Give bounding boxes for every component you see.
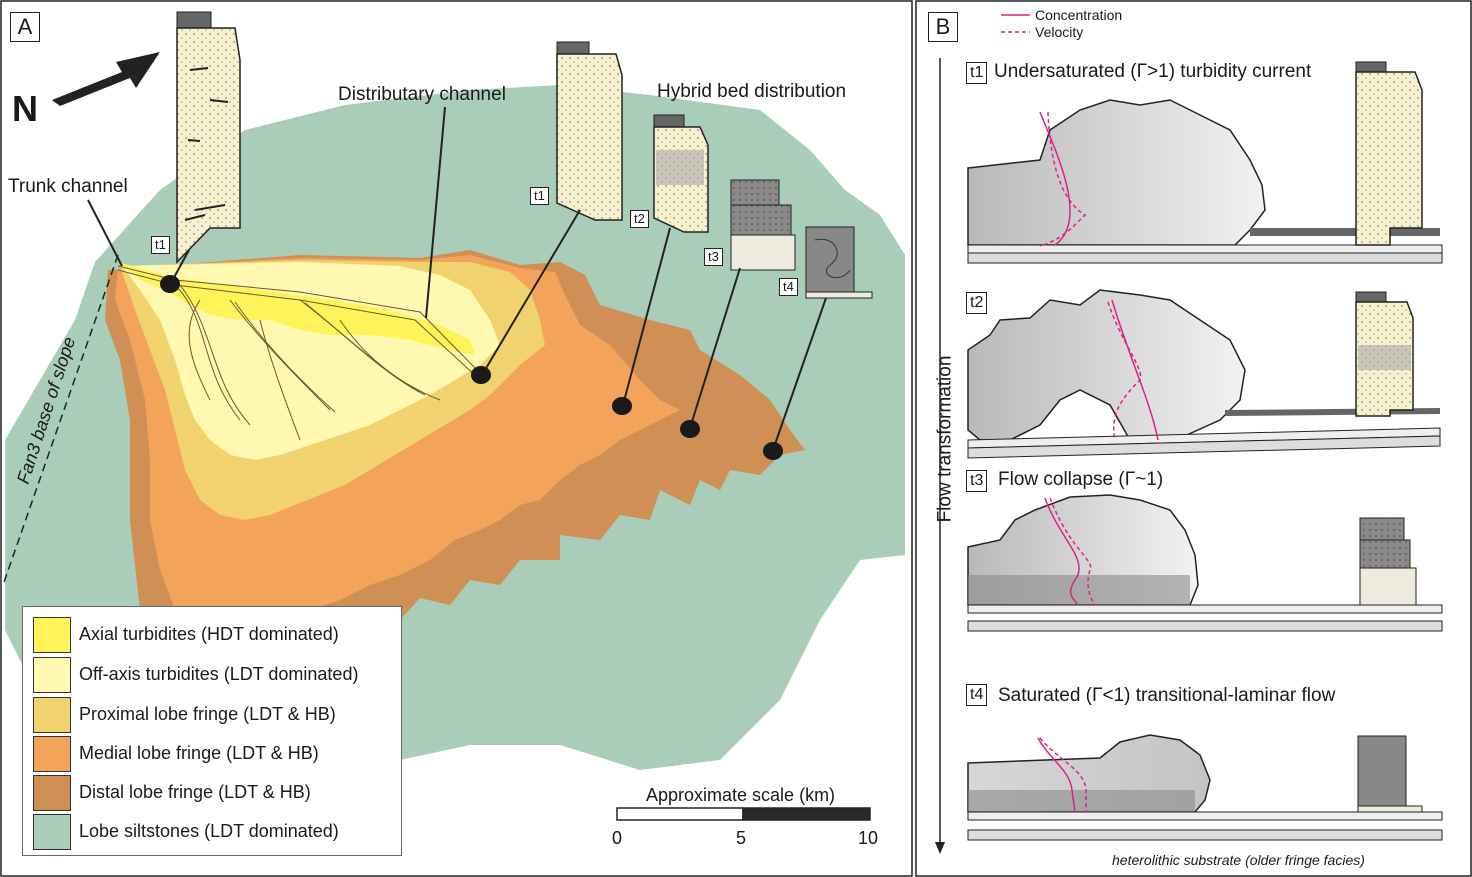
legend-item: Axial turbidites (HDT dominated) <box>33 615 393 653</box>
legend-swatch <box>33 736 71 772</box>
stage-tag-t1: t1 <box>966 62 988 84</box>
legend-label: Axial turbidites (HDT dominated) <box>79 624 339 644</box>
legend-swatch <box>33 657 71 693</box>
distributary-channel-label: Distributary channel <box>338 84 506 105</box>
legend-label: Off-axis turbidites (LDT dominated) <box>79 664 359 684</box>
panel-b-frame <box>915 0 1472 877</box>
legend-swatch <box>33 775 71 811</box>
stage-tag-t4: t4 <box>966 684 988 706</box>
stage-t4-flow <box>967 734 1443 841</box>
panel-b-letter: B <box>928 12 958 42</box>
legend-item: Distal lobe fringe (LDT & HB) <box>33 773 393 811</box>
axial-turbidites-area <box>118 262 475 355</box>
scale-bar-black <box>742 807 871 821</box>
scale-bar-white <box>616 807 744 821</box>
legend-item: Lobe siltstones (LDT dominated) <box>33 812 393 850</box>
log-tag-t1-trunk: t1 <box>151 236 170 254</box>
log-t4 <box>805 226 873 299</box>
substrate-label: heterolithic substrate (older fringe fac… <box>1112 852 1365 868</box>
base-of-slope-line <box>2 254 119 586</box>
legend-item: Off-axis turbidites (LDT dominated) <box>33 655 393 693</box>
log-t1-trunk <box>176 11 241 264</box>
log-t3 <box>730 179 796 271</box>
distributary-channels <box>117 265 483 441</box>
log-tag-t1: t1 <box>530 187 549 205</box>
stage-t2-flow <box>967 289 1441 459</box>
stage-t1-flow <box>967 61 1443 264</box>
log-tag-t3: t3 <box>704 248 723 266</box>
legend-swatch <box>33 697 71 733</box>
location-dots <box>160 275 783 460</box>
stage-title-t1: Undersaturated (Γ>1) turbidity current <box>994 61 1312 82</box>
scale-title: Approximate scale (km) <box>646 785 836 805</box>
concentration-key-label: Concentration <box>1035 7 1123 23</box>
log-tag-t2: t2 <box>630 210 649 228</box>
panel-a-letter: A <box>10 12 40 42</box>
log-tag-t4: t4 <box>779 278 798 296</box>
leader-lines <box>87 106 827 451</box>
flow-transformation-label: Flow transformation <box>934 355 956 523</box>
hybrid-bed-label: Hybrid bed distribution <box>657 81 847 102</box>
north-arrow-icon <box>52 52 160 106</box>
panel-a-frame <box>0 0 913 877</box>
scale-tick-0: 0 <box>612 828 623 848</box>
legend: Axial turbidites (HDT dominated) Off-axi… <box>22 606 402 856</box>
stage-title-t4: Saturated (Γ<1) transitional-laminar flo… <box>998 685 1336 706</box>
trunk-channel-label: Trunk channel <box>8 176 128 197</box>
legend-label: Medial lobe fringe (LDT & HB) <box>79 743 319 763</box>
legend-item: Proximal lobe fringe (LDT & HB) <box>33 695 393 733</box>
legend-swatch <box>33 617 71 653</box>
north-label: N <box>12 88 38 129</box>
stage-tag-t3: t3 <box>966 470 988 492</box>
log-t2 <box>653 114 709 233</box>
flow-axis-arrowhead-icon <box>935 842 945 854</box>
legend-label: Distal lobe fringe (LDT & HB) <box>79 782 311 802</box>
stage-tag-t2: t2 <box>966 292 988 314</box>
legend-label: Lobe siltstones (LDT dominated) <box>79 821 339 841</box>
log-t1 <box>556 41 623 221</box>
legend-label: Proximal lobe fringe (LDT & HB) <box>79 704 336 724</box>
scale-tick-10: 10 <box>858 828 879 848</box>
velocity-key-label: Velocity <box>1035 24 1084 40</box>
scale-tick-5: 5 <box>736 828 747 848</box>
stage-t3-flow <box>967 494 1443 632</box>
legend-swatch <box>33 814 71 850</box>
legend-item: Medial lobe fringe (LDT & HB) <box>33 734 393 772</box>
stage-title-t3: Flow collapse (Γ~1) <box>998 469 1164 490</box>
